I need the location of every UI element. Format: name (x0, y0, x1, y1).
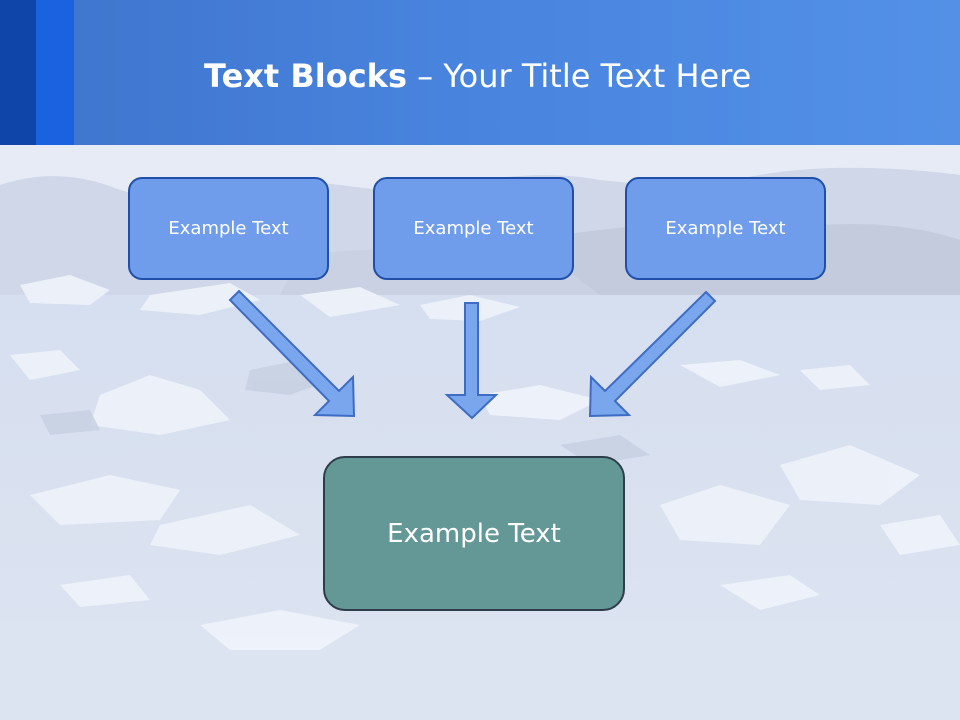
slide-title-rest: Your Title Text Here (443, 57, 752, 95)
header-accent-stripe-dark (0, 0, 36, 145)
text-block-2[interactable]: Example Text (373, 177, 574, 280)
slide-title: Text Blocks – Your Title Text Here (204, 54, 751, 98)
title-bar: Text Blocks – Your Title Text Here (0, 0, 960, 145)
arrow-center-down (444, 302, 499, 420)
arrow-right-diagonal (588, 290, 717, 418)
text-block-2-label: Example Text (413, 218, 534, 239)
text-block-1-label: Example Text (168, 218, 289, 239)
slide-title-bold: Text Blocks (204, 57, 407, 95)
header-accent-stripe (36, 0, 74, 145)
text-block-result[interactable]: Example Text (323, 456, 625, 611)
text-block-result-label: Example Text (387, 518, 561, 549)
text-block-3-label: Example Text (665, 218, 786, 239)
text-block-1[interactable]: Example Text (128, 177, 329, 280)
slide-title-separator: – (407, 57, 444, 95)
arrow-left-diagonal (228, 289, 356, 418)
text-block-3[interactable]: Example Text (625, 177, 826, 280)
